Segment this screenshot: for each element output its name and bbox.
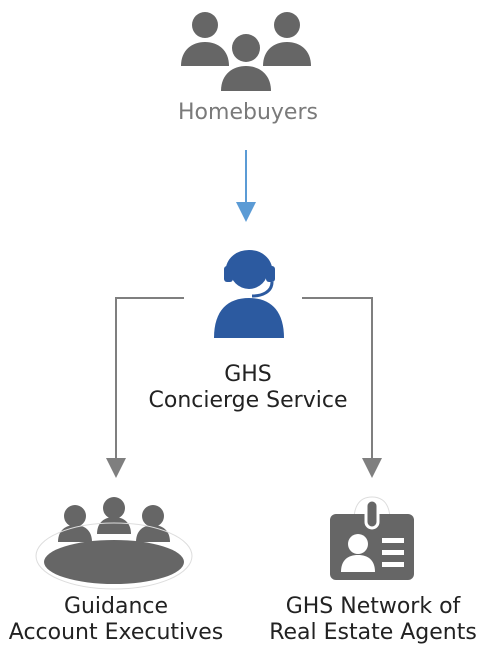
headset-agent-icon [214,250,284,338]
arrow-concierge-to-network [302,297,382,478]
homebuyers-text: Homebuyers [178,100,318,125]
group-of-people-icon [181,12,311,91]
network-line2: Real Estate Agents [269,620,477,646]
network-line1: GHS Network of [285,594,461,619]
concierge-line1: GHS [224,362,272,387]
homebuyers-label: Homebuyers [138,100,358,126]
concierge-line2: Concierge Service [148,388,348,414]
guidance-line2: Account Executives [8,620,224,646]
meeting-table-icon [35,497,193,590]
guidance-line1: Guidance [63,594,169,619]
network-label: GHS Network of Real Estate Agents [268,594,477,647]
guidance-label: Guidance Account Executives [0,594,232,647]
id-badge-icon [330,496,414,580]
concierge-label: GHS Concierge Service [128,362,368,415]
arrow-concierge-to-guidance [106,297,184,478]
